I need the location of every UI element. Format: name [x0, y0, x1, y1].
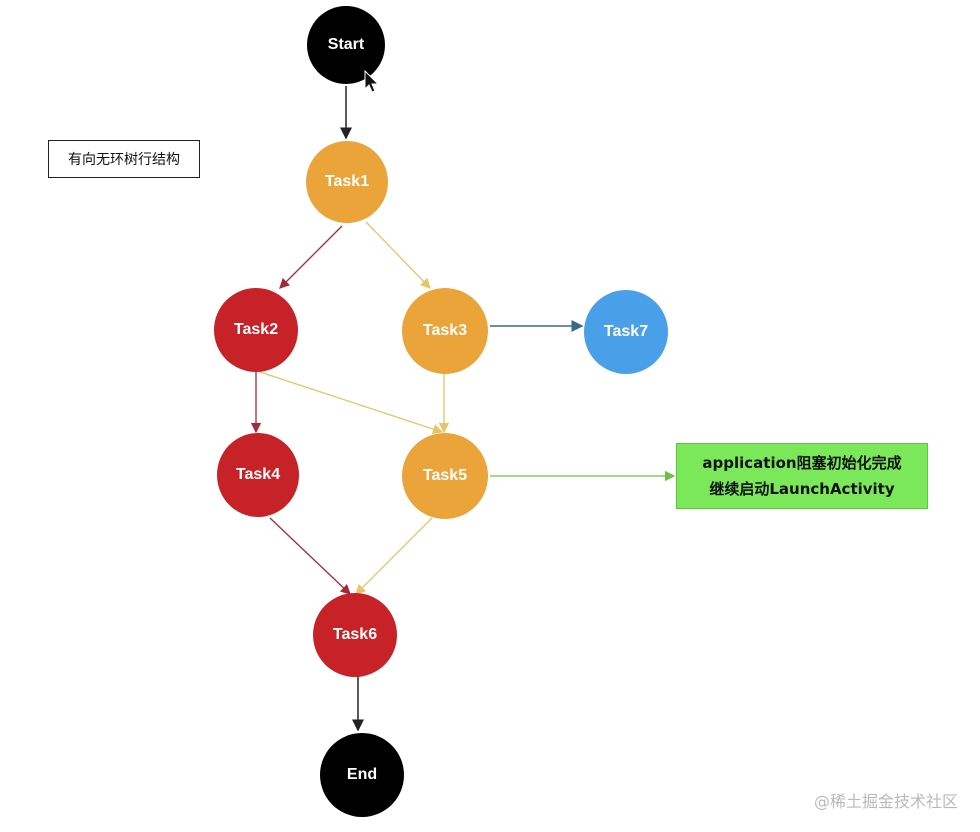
mouse-pointer-icon [364, 70, 380, 93]
node-task7: Task7 [584, 290, 668, 374]
edge-task4-task6 [269, 517, 351, 595]
edge-task1-task2 [279, 225, 343, 289]
node-task5: Task5 [402, 433, 488, 519]
node-task2: Task2 [214, 288, 298, 372]
application-init-callout: application阻塞初始化完成 继续启动LaunchActivity [676, 443, 928, 509]
callout-line-1: application阻塞初始化完成 [702, 454, 902, 472]
node-start: Start [307, 6, 385, 84]
node-task6: Task6 [313, 593, 397, 677]
edge-task2-task5 [259, 371, 444, 435]
edge-task5-task6 [355, 517, 433, 595]
edge-task1-task3 [365, 221, 431, 289]
node-task3: Task3 [402, 288, 488, 374]
dag-structure-note: 有向无环树行结构 [48, 140, 200, 178]
callout-line-2: 继续启动LaunchActivity [709, 480, 895, 498]
watermark-text: @稀土掘金技术社区 [813, 792, 958, 811]
node-task4: Task4 [217, 433, 299, 517]
node-end: End [320, 733, 404, 817]
node-task1: Task1 [306, 141, 388, 223]
